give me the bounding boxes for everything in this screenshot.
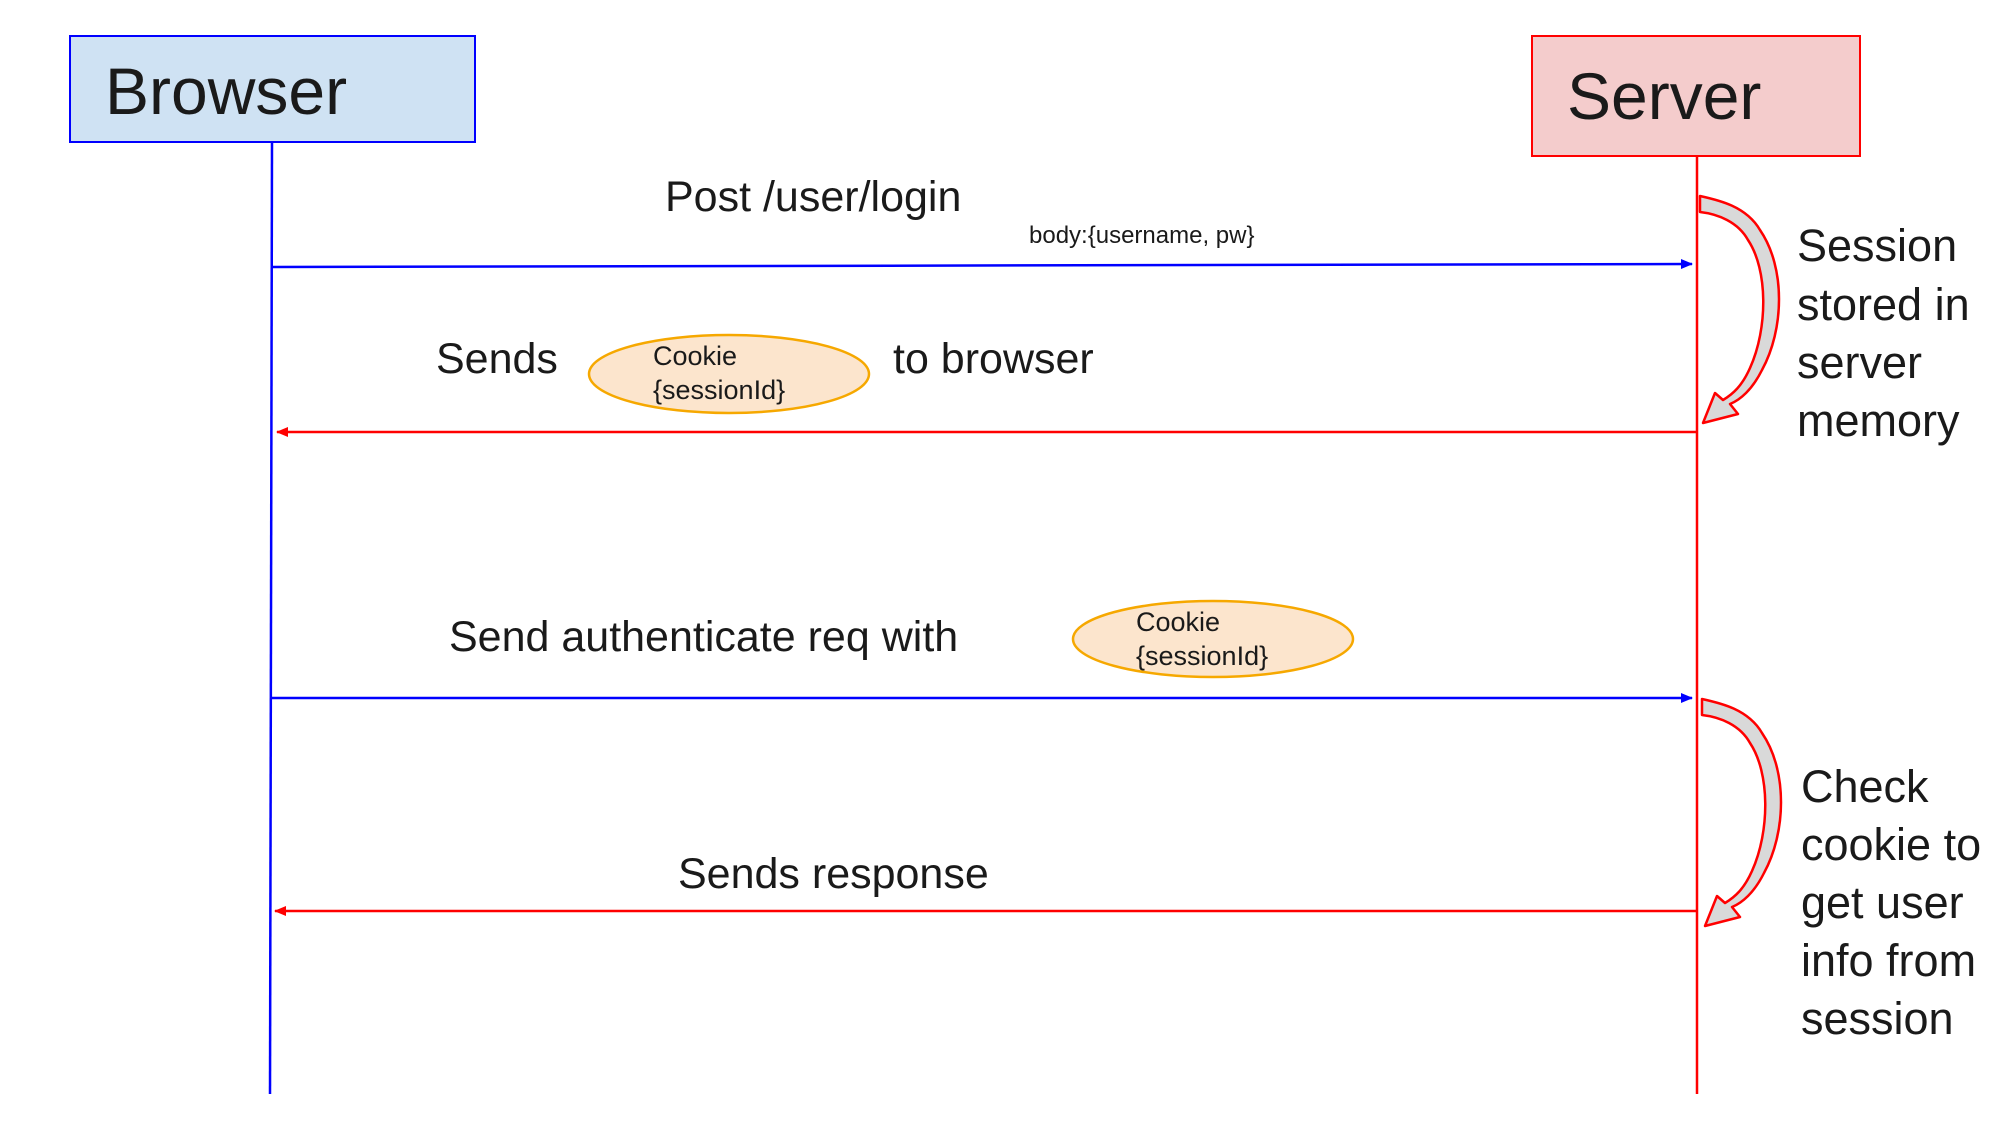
cookie-badge-line1: Cookie [1136,607,1220,637]
browser-label: Browser [105,54,347,128]
message-login: Post /user/login body:{username, pw} [271,173,1693,270]
note-line: Session [1797,220,1957,271]
cookie-return-prefix: Sends [436,335,558,383]
response-label: Sends response [678,850,989,898]
login-label: Post /user/login [665,173,961,221]
curved-arrow-icon [1698,194,1781,425]
login-arrow [271,259,1693,270]
cookie-badge-line1: Cookie [653,341,737,371]
note-line: Check [1801,761,1929,812]
note-line: get user [1801,877,1964,928]
message-response: Sends response [274,850,1697,916]
note-line: cookie to [1801,819,1981,870]
cookie-return-suffix: to browser [893,335,1094,383]
cookie-badge: Cookie {sessionId} [587,333,871,415]
cookie-badge-shape [587,333,871,415]
browser-lifeline [268,141,274,1095]
note-session-stored: Session stored in server memory [1797,220,1982,446]
note-check-cookie: Check cookie to get user info from sessi… [1801,761,1994,1044]
message-auth-request: Send authenticate req with Cookie {sessi… [272,599,1693,703]
browser-participant: Browser [69,35,476,143]
server-participant: Server [1531,35,1861,157]
server-box [1531,35,1861,157]
browser-box [69,35,476,143]
note-line: info from [1801,935,1976,986]
note-line: memory [1797,395,1960,446]
login-sublabel: body:{username, pw} [1029,222,1254,249]
cookie-badge-line2: {sessionId} [653,375,785,405]
cookie-badge-line2: {sessionId} [1136,641,1268,671]
cookie-badge-shape [1071,599,1355,679]
curved-arrow-icon [1700,697,1783,928]
auth-request-label: Send authenticate req with [449,613,958,661]
message-cookie-return: Sends Cookie {sessionId} to browser [276,333,1697,437]
note-line: session [1801,993,1954,1044]
server-label: Server [1567,59,1761,133]
cookie-badge: Cookie {sessionId} [1071,599,1355,679]
note-line: stored in [1797,279,1970,330]
note-line: server [1797,337,1922,388]
